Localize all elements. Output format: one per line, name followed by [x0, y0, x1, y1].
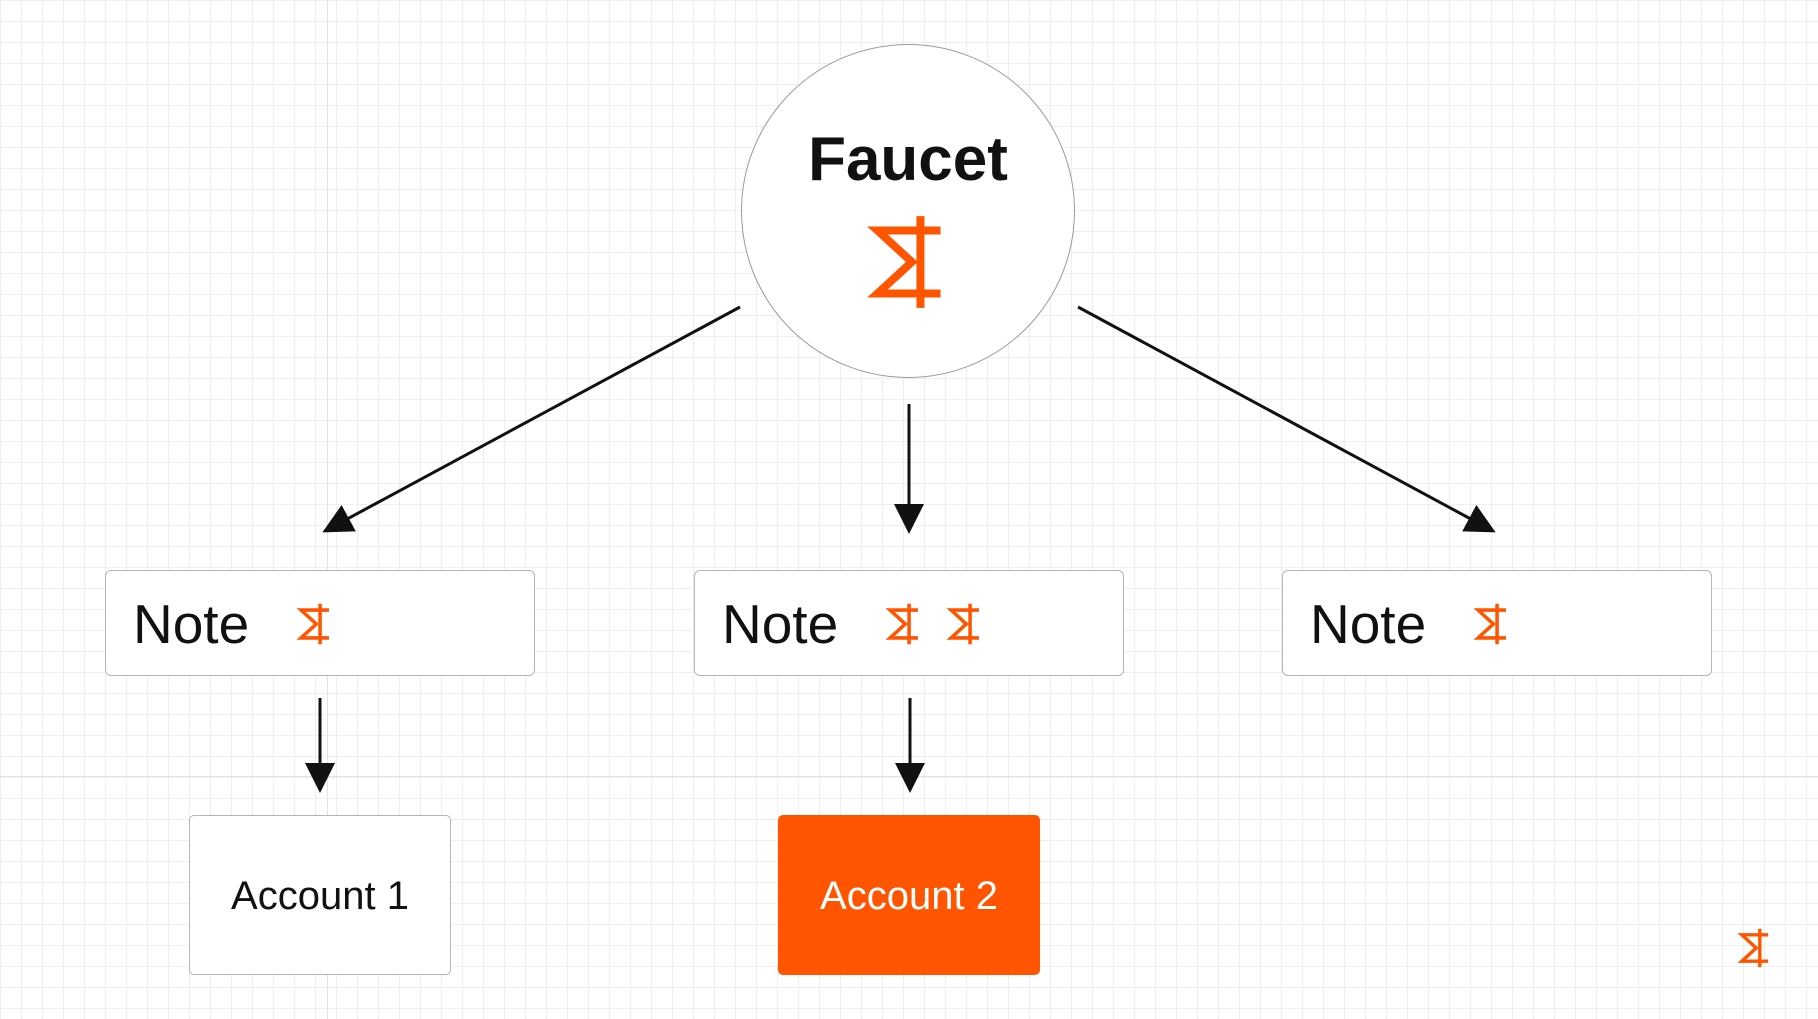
note-label: Note — [722, 593, 839, 655]
note-label: Note — [1310, 593, 1427, 655]
token-sigma-icon — [1473, 603, 1506, 645]
arrow-faucet-to-note-1 — [322, 305, 741, 533]
account-label: Account 2 — [820, 874, 998, 918]
token-sigma-icon — [867, 216, 941, 308]
arrow-faucet-to-note-3 — [1077, 305, 1496, 533]
account-node-1[interactable]: Account 1 — [189, 815, 451, 975]
note-node-3[interactable]: Note — [1282, 570, 1712, 676]
faucet-title: Faucet — [808, 125, 1008, 194]
account-node-2[interactable]: Account 2 — [778, 815, 1040, 975]
note-label: Note — [133, 593, 250, 655]
token-sigma-icon — [946, 603, 979, 645]
token-sigma-icon — [296, 603, 329, 645]
token-sigma-icon — [885, 603, 918, 645]
account-label: Account 1 — [231, 874, 409, 918]
note-node-1[interactable]: Note — [105, 570, 535, 676]
corner-logo-sigma-icon — [1737, 928, 1769, 968]
faucet-node[interactable]: Faucet — [741, 44, 1075, 378]
note-node-2[interactable]: Note — [694, 570, 1124, 676]
